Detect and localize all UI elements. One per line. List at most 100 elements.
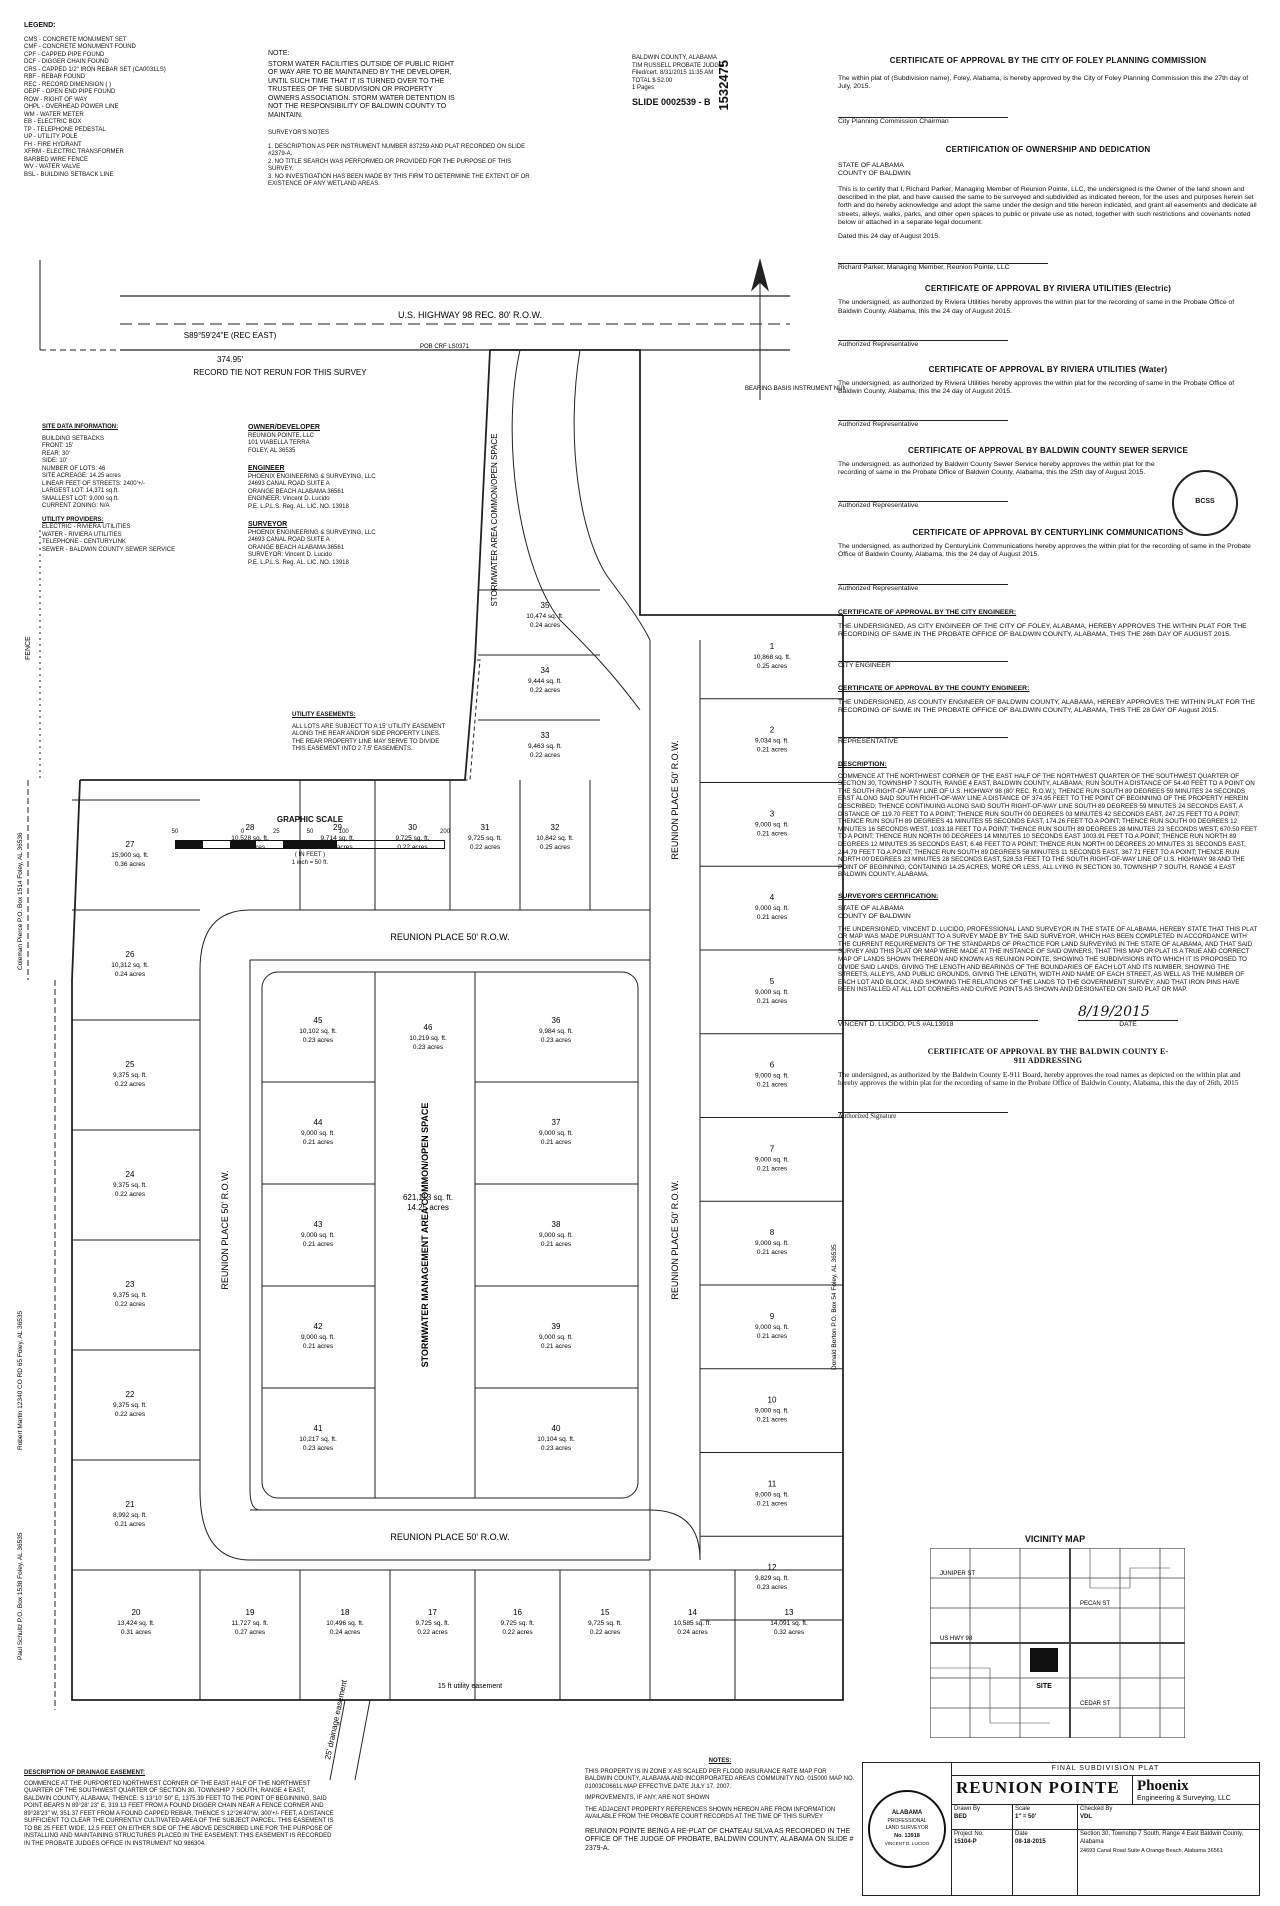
surveyor-title: SURVEYOR [248, 521, 288, 528]
utility-easements-text: ALL LOTS ARE SUBJECT TO A 15' UTILITY EA… [292, 723, 446, 753]
foley-planning-signer: City Planning Commission Chairman [838, 118, 949, 126]
lot-north-text: 0.22 acres [397, 844, 428, 851]
owner-line: REUNION POINTE, LLC [248, 432, 315, 439]
lot-west: 229,375 sq. ft.0.22 acres [113, 1390, 147, 1418]
legend-item: CRS - CAPPED 1/2" IRON REBAR SET (CA0031… [24, 66, 166, 73]
lot-east: 69,000 sq. ft.0.21 acres [755, 1061, 789, 1089]
plat-type: FINAL SUBDIVISION PLAT [952, 1763, 1259, 1776]
lot-north: 299,714 sq. ft.0.22 acres [321, 823, 355, 851]
lot-west-text: 15,900 sq. ft. [111, 852, 149, 859]
description-title: DESCRIPTION: [838, 760, 887, 768]
tb-location: Section 30, Township 7 South, Range 4 Ea… [1080, 1831, 1244, 1845]
engineer-line: 24693 CANAL ROAD SUITE A [248, 481, 330, 487]
lot-east-text: 6 [770, 1061, 775, 1070]
stamp-line: 1 Pages [632, 85, 655, 91]
site-data: SITE DATA INFORMATION: BUILDING SETBACKS… [42, 424, 192, 554]
lot-west-text: 0.36 acres [115, 861, 146, 868]
lot-46-text: 46 [424, 1023, 433, 1032]
adjacent-note: THE ADJACENT PROPERTY REFERENCES SHOWN H… [585, 1806, 836, 1821]
north-dist: 374.95' [217, 355, 243, 364]
cert-description: DESCRIPTION: COMMENCE AT THE NORTHWEST C… [838, 761, 1258, 880]
site-data-line: SMALLEST LOT: 9,000 sq.ft. [42, 495, 119, 502]
lot-west-text: 10,312 sq. ft. [111, 962, 149, 969]
scale-label: Scale [1015, 1806, 1031, 1812]
lot-center-east-text: 9,000 sq. ft. [539, 1334, 573, 1341]
instrument-number: 1532475 [716, 60, 731, 111]
lot-east-text: 0.21 acres [757, 1417, 788, 1424]
lot-south-text: 0.22 acres [590, 1629, 621, 1636]
street-west-label: REUNION PLACE 50' R.O.W. [220, 1170, 230, 1289]
tb-firm-address: 24693 Canal Road Suite A Orange Beach, A… [1080, 1848, 1223, 1854]
engineer-line: PHOENIX ENGINEERING & SURVEYING, LLC [248, 473, 376, 480]
legend-item: BARBED WIRE FENCE [24, 156, 89, 163]
surveyor-cert-title: SURVEYOR'S CERTIFICATION: [838, 893, 939, 901]
scale-tick: 50 [306, 829, 314, 835]
ownership-county: COUNTY OF BALDWIN [838, 169, 911, 177]
highway-label: U.S. HIGHWAY 98 REC. 80' R.O.W. [398, 310, 542, 320]
lot-center-east-text: 40 [552, 1424, 561, 1433]
scale-tick: 0 [240, 829, 245, 835]
job-label: Project No. [954, 1831, 984, 1837]
lot-east: 129,829 sq. ft.0.23 acres [755, 1563, 789, 1591]
lot-south-text: 0.22 acres [417, 1629, 448, 1636]
lot-center-west-text: 10,217 sq. ft. [299, 1436, 337, 1443]
lot-west-text: 9,375 sq. ft. [113, 1072, 147, 1079]
utility-provider: TELEPHONE - CENTURYLINK [42, 539, 126, 545]
lot-46-text: 10,219 sq. ft. [409, 1035, 447, 1042]
ownership-state: STATE OF ALABAMA [838, 161, 904, 169]
surveyor-line: PHOENIX ENGINEERING & SURVEYING, LLC [248, 529, 376, 536]
lot-center-east-text: 0.21 acres [541, 1139, 572, 1146]
lot-center-east-text: 38 [552, 1220, 561, 1229]
site-data-line: LARGEST LOT: 14,371 sq.ft. [42, 488, 119, 494]
title-block-mid: REUNION POINTE Phoenix Engineering & Sur… [952, 1775, 1259, 1805]
lot-center-west-text: 42 [314, 1322, 323, 1331]
surveyor-cert-county: COUNTY OF BALDWIN [838, 913, 911, 921]
drawn-by: BED [954, 1813, 967, 1820]
lot-north-text: 0.25 acres [540, 844, 571, 851]
seal-line-4: No. 13918 [894, 1832, 920, 1839]
vicinity-map-block: VICINITY MAP [930, 1534, 1180, 1544]
county-engineer-signature [838, 723, 1008, 739]
county-engineer-signer: REPRESENTATIVE [838, 738, 899, 746]
surveyor-notes-list: 1. DESCRIPTION AS PER INSTRUMENT NUMBER … [268, 144, 538, 189]
lot-east-text: 0.21 acres [757, 1249, 788, 1256]
lot-center-east-text: 39 [552, 1322, 561, 1331]
bearing-basis-label: BEARING BASIS INSTRUMENT NUMBER 837259 [745, 386, 845, 392]
surveyor-notes-title: SURVEYOR'S NOTES [268, 130, 330, 136]
lot-ne-text: 34 [541, 666, 550, 675]
lot-south-text: 10,496 sq. ft. [326, 1620, 364, 1627]
legend-item: UP - UTILITY POLE [24, 134, 78, 140]
surveyor-seal: ALABAMA PROFESSIONAL LAND SURVEYOR No. 1… [863, 1763, 952, 1895]
sewer-seal-text: BCSS [1195, 498, 1215, 506]
certificates-column: CERTIFICATE OF APPROVAL BY THE CITY OF F… [838, 56, 1258, 1121]
lot-west-text: 23 [126, 1280, 135, 1289]
lot-east: 59,000 sq. ft.0.21 acres [755, 977, 789, 1005]
project-name-cell: REUNION POINTE [952, 1775, 1133, 1804]
lot-center-east-text: 0.21 acres [541, 1241, 572, 1248]
cert-riviera-water: CERTIFICATE OF APPROVAL BY RIVIERA UTILI… [838, 365, 1258, 430]
e911-title: CERTIFICATE OF APPROVAL BY THE BALDWIN C… [927, 1047, 1169, 1066]
lot-east-text: 10 [768, 1396, 777, 1405]
replat-note: REUNION POINTE BEING A RE-PLAT OF CHATEA… [585, 1827, 854, 1852]
scale-bar [175, 840, 445, 849]
lot-east: 110,868 sq. ft.0.25 acres [753, 642, 791, 670]
lot-ne-text: 9,463 sq. ft. [528, 743, 562, 750]
lot-center-east: 379,000 sq. ft.0.21 acres [539, 1118, 573, 1146]
lot-east-text: 3 [770, 809, 775, 818]
lot-north-text: 9,725 sq. ft. [396, 835, 430, 842]
legend-item: BSL - BUILDING SETBACK LINE [24, 171, 114, 178]
stormwater-center-label: STORMWATER MANAGEMENT AREA COMMON/OPEN S… [420, 1103, 430, 1368]
cert-centurylink: CERTIFICATE OF APPROVAL BY CENTURYLINK C… [838, 528, 1258, 593]
ownership-signer: Richard Parker, Managing Member, Reunion… [838, 264, 1010, 272]
lot-north-text: 31 [481, 823, 490, 832]
scale-tick: 100 [338, 829, 349, 835]
